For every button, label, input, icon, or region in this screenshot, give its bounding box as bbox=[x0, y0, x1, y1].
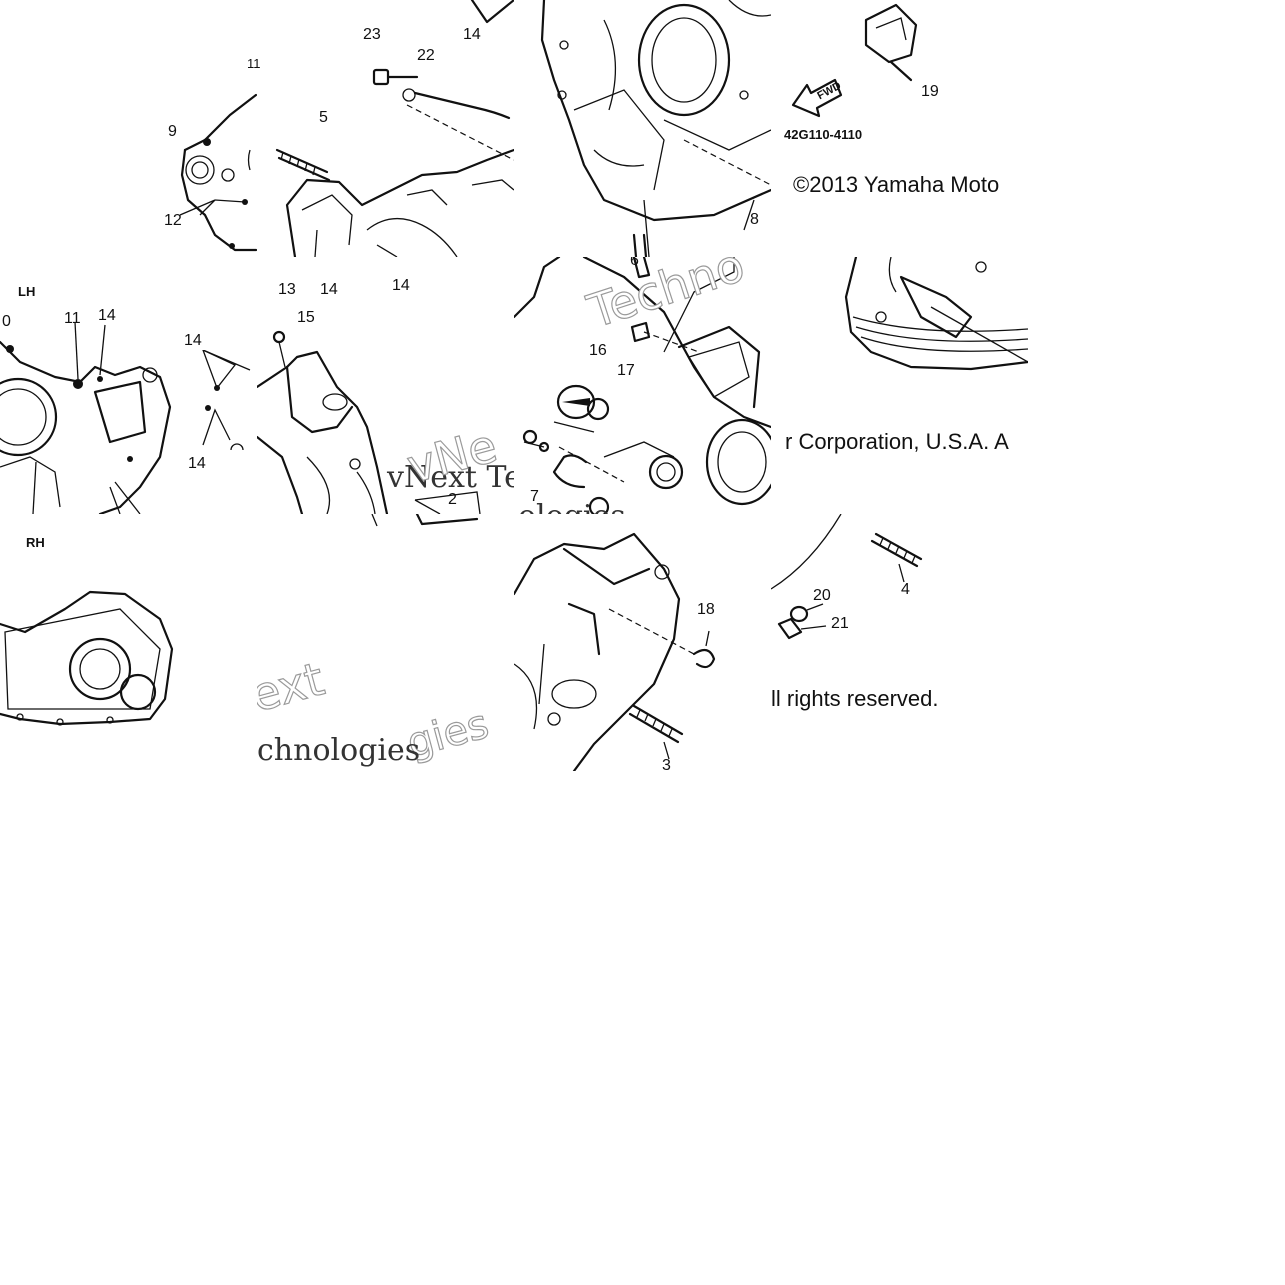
callout-11: 11 bbox=[64, 310, 81, 327]
fwd-arrow-icon bbox=[791, 78, 843, 118]
callout-16: 16 bbox=[589, 342, 607, 359]
crankcase-fins-drawing bbox=[844, 257, 1028, 371]
diagram-tile-r0c1 bbox=[0, 0, 257, 257]
callout-14-mid-b: 14 bbox=[188, 455, 206, 472]
callout-20: 20 bbox=[813, 587, 831, 604]
callout-14-bottom: 14 bbox=[320, 281, 338, 298]
part-16-17-drawing bbox=[556, 384, 610, 421]
diagram-tile-r0c3: FWD 19 42G110-4110 ©2013 Yamaha Moto bbox=[771, 0, 1028, 257]
crankcase-upper-drawing bbox=[275, 0, 514, 257]
callout-12-leaders bbox=[180, 199, 246, 216]
watermark-d: ologies bbox=[518, 502, 626, 515]
lh-cover-drawing bbox=[0, 321, 172, 514]
diagram-tile-r0c1-main: 23 22 5 14 bbox=[257, 0, 514, 257]
gasket-leader-lines bbox=[202, 350, 251, 450]
crankcase-main-drawing bbox=[540, 0, 771, 257]
callout-12: 12 bbox=[164, 212, 182, 229]
diagram-tile-r2c0: RH bbox=[0, 514, 257, 771]
copyright-part-2: r Corporation, U.S.A. A bbox=[785, 429, 1009, 454]
part-code: 42G110-4110 bbox=[784, 127, 863, 142]
callout-8: 8 bbox=[750, 211, 759, 228]
callout-14-mid-a: 14 bbox=[184, 332, 202, 349]
callout-2: 2 bbox=[448, 491, 457, 508]
crankcase-mid-drawing bbox=[514, 257, 771, 514]
callout-23: 23 bbox=[363, 26, 381, 43]
callout-11-top: 11 bbox=[247, 56, 261, 71]
callout-13: 13 bbox=[278, 281, 296, 298]
callout-14-top: 14 bbox=[463, 26, 481, 43]
side-label-lh: LH bbox=[18, 284, 36, 299]
callout-17: 17 bbox=[617, 362, 635, 379]
diagram-tile-r1c2: 6 16 17 7 Techno ologies bbox=[514, 257, 771, 514]
callout-4: 4 bbox=[901, 581, 910, 598]
callout-18: 18 bbox=[697, 601, 715, 618]
pipe-2-leader bbox=[414, 491, 481, 514]
copyright-part-3: ll rights reserved. bbox=[771, 686, 939, 711]
cover-19-drawing bbox=[791, 3, 918, 118]
diagram-tile-r2c2: 18 3 bbox=[514, 514, 771, 771]
diagram-tile-r1c0: LH 0 11 14 bbox=[0, 257, 257, 514]
gasket-drawing bbox=[257, 330, 389, 514]
cover-left-drawing bbox=[180, 93, 257, 252]
watermark-c: vNext Tec bbox=[387, 460, 514, 495]
callout-14-bottom-b: 14 bbox=[392, 277, 410, 294]
diagram-tile-r1c1: 15 vNext Tec vNe bbox=[257, 257, 514, 514]
callout-9: 9 bbox=[168, 123, 177, 140]
callout-14-lh: 14 bbox=[98, 307, 116, 324]
callout-5: 5 bbox=[319, 109, 328, 126]
diagram-tile-r1c3: r Corporation, U.S.A. A bbox=[771, 257, 1028, 514]
parts-4-20-21-drawing bbox=[771, 514, 923, 640]
callout-6: 6 bbox=[630, 257, 639, 269]
diagram-tile-r2c3: 4 20 21 ll rights reserved. bbox=[771, 514, 1028, 771]
pipe-2-drawing bbox=[371, 514, 479, 527]
callout-0: 0 bbox=[2, 313, 11, 330]
diagram-tile-r2c1: ext gies chnologies bbox=[257, 514, 514, 771]
crankcase-lower-drawing bbox=[514, 532, 716, 771]
side-label-rh: RH bbox=[26, 535, 45, 550]
callout-19: 19 bbox=[921, 83, 939, 100]
callout-21: 21 bbox=[831, 615, 849, 632]
copyright-part-1: ©2013 Yamaha Moto bbox=[793, 172, 1000, 197]
watermark-f: chnologies bbox=[257, 733, 421, 768]
callout-7: 7 bbox=[530, 488, 539, 505]
diagram-tile-r0c2: 8 bbox=[514, 0, 771, 257]
callout-22: 22 bbox=[417, 47, 435, 64]
callout-15: 15 bbox=[297, 309, 315, 326]
callout-3: 3 bbox=[662, 757, 671, 772]
rh-cover-drawing bbox=[0, 590, 174, 726]
